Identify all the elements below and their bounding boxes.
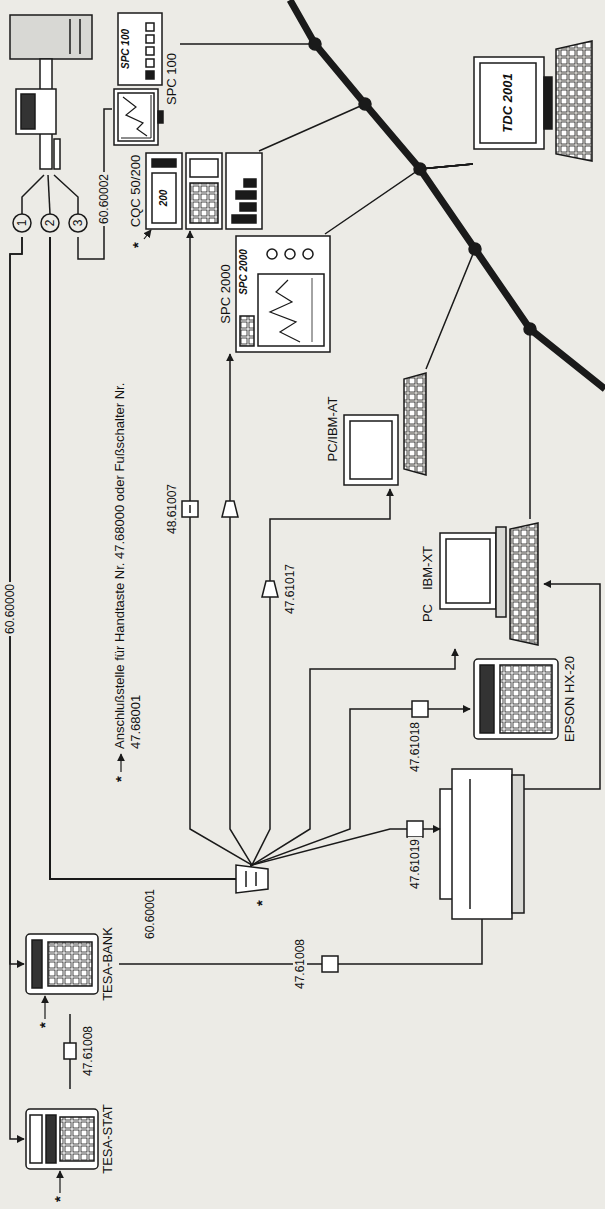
device-label: IBM-XT bbox=[420, 546, 436, 590]
personal-computer: PC/IBM-AT bbox=[325, 369, 429, 489]
footnote-marker: * bbox=[114, 775, 128, 783]
logo-text: SPC 100 bbox=[120, 29, 132, 69]
pc-xt-drawing bbox=[440, 523, 538, 645]
measuring-instrument-drawing bbox=[10, 15, 92, 232]
device-label: CQC 50/200 bbox=[128, 155, 144, 227]
icon-area bbox=[436, 519, 541, 649]
data-station: TESA-STAT bbox=[24, 1089, 116, 1189]
label-row: TESA-BANK bbox=[100, 914, 116, 1014]
part-number: 60.60001 bbox=[143, 887, 157, 941]
logo-text: TDC 2001 bbox=[502, 73, 514, 132]
device-label: SPC 100 bbox=[164, 53, 180, 105]
icon-area bbox=[112, 9, 164, 149]
device-label: EPSON HX-20 bbox=[562, 656, 578, 742]
data-bank: TESA-BANK bbox=[24, 914, 116, 1014]
cable bbox=[78, 109, 112, 259]
callout-number: 1 bbox=[16, 220, 28, 227]
device-label: PC/IBM-AT bbox=[325, 397, 341, 462]
footnote-text: Anschlußstelle für Handtaste Nr. 47.6800… bbox=[112, 379, 144, 749]
handheld-computer: EPSON HX-20 bbox=[470, 654, 578, 744]
measuring-instrument: 3 2 1 bbox=[6, 9, 96, 237]
tdc-computer: TDC 2001 bbox=[470, 24, 598, 164]
callout-number: 3 bbox=[72, 220, 84, 227]
footnote-marker: * bbox=[38, 1021, 52, 1029]
tesa-stat-drawing bbox=[26, 1109, 98, 1193]
callout-number: 2 bbox=[44, 220, 56, 227]
icon-area bbox=[470, 654, 562, 744]
cable bbox=[119, 584, 600, 964]
cable bbox=[50, 231, 252, 879]
label-row: CQC 50/200 bbox=[128, 151, 144, 231]
part-number: 47.61008 bbox=[293, 937, 307, 991]
network-bus bbox=[290, 0, 605, 389]
pc-at-drawing bbox=[344, 373, 426, 485]
logo-text: 200 bbox=[158, 190, 170, 207]
spc2000-terminal: SPC 2000 SPC 2000 bbox=[218, 234, 328, 354]
label-row: PC IBM-XT bbox=[420, 519, 436, 649]
epson-drawing bbox=[474, 659, 558, 739]
cable bbox=[259, 104, 473, 169]
icon-area bbox=[6, 9, 96, 237]
cable bbox=[50, 237, 455, 879]
footnote-marker: * bbox=[53, 1195, 67, 1203]
footnote-marker: * bbox=[255, 899, 269, 907]
label-row: PC/IBM-AT bbox=[325, 369, 341, 489]
footnote-marker: * bbox=[131, 241, 145, 249]
part-number: 47.61018 bbox=[408, 720, 422, 774]
spc100-unit: SPC 100SPC 100 bbox=[112, 9, 180, 149]
cqc-drawing bbox=[144, 153, 262, 239]
label-row: EPSON HX-20 bbox=[562, 654, 578, 744]
icon-area bbox=[24, 914, 100, 1014]
cable bbox=[50, 237, 252, 879]
spc2000-drawing bbox=[236, 236, 330, 352]
icon-area bbox=[470, 24, 598, 164]
device-label: TESA-STAT bbox=[100, 1104, 116, 1174]
cqc-unit: CQC 50/200 200 bbox=[128, 151, 262, 231]
tesa-bank-drawing bbox=[26, 934, 98, 1019]
logo-text: SPC 2000 bbox=[238, 249, 250, 295]
device-label: SPC 2000 bbox=[218, 264, 234, 323]
cable bbox=[325, 164, 473, 234]
icon-area bbox=[341, 369, 429, 489]
icon-area bbox=[24, 1089, 100, 1189]
spc100-drawing bbox=[114, 13, 163, 145]
label-row: SPC 100 bbox=[164, 9, 180, 149]
device-label: TESA-BANK bbox=[100, 927, 116, 1001]
cable bbox=[50, 237, 470, 879]
part-number: 47.61008 bbox=[81, 1024, 95, 1078]
part-number: 48.61007 bbox=[165, 482, 179, 536]
cable bbox=[420, 164, 475, 369]
cable bbox=[50, 237, 390, 879]
personal-computer: PC IBM-XT bbox=[420, 519, 541, 649]
cable bbox=[10, 237, 24, 1139]
device-label: PC bbox=[420, 604, 436, 622]
printer-drawing bbox=[440, 769, 524, 919]
tdc-drawing bbox=[474, 41, 592, 161]
part-number: 47.61019 bbox=[408, 837, 422, 891]
label-row: SPC 2000 bbox=[218, 234, 234, 354]
label-row: TESA-STAT bbox=[100, 1089, 116, 1189]
part-number: 60.60002 bbox=[97, 172, 111, 226]
part-number: 60.60000 bbox=[3, 582, 17, 636]
cable bbox=[420, 164, 530, 519]
part-number: 47.61017 bbox=[283, 562, 297, 616]
